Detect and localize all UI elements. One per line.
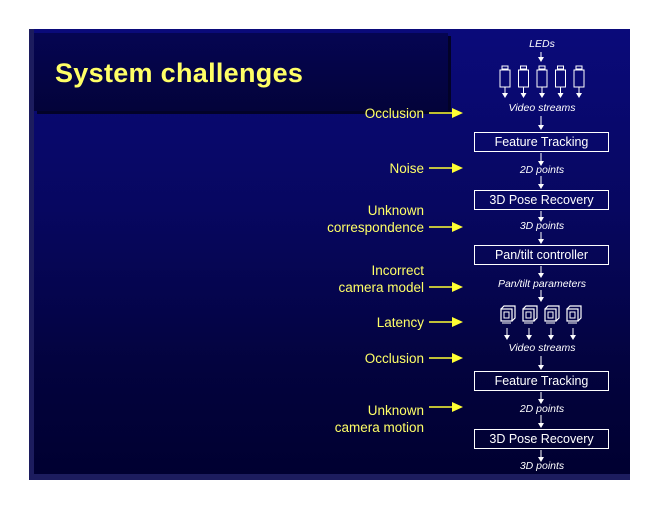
flow-arrow xyxy=(538,232,544,244)
challenge-arrow xyxy=(429,317,463,327)
pan-tilt-camera-icon xyxy=(500,305,516,340)
challenge-label: Latency xyxy=(376,315,424,330)
flow-arrow xyxy=(538,392,544,404)
box-feature-tracking-1: Feature Tracking xyxy=(474,132,609,152)
challenge-occlusion-1: Occlusion xyxy=(365,105,424,122)
challenge-label-line2: correspondence xyxy=(327,220,424,235)
challenge-arrow xyxy=(429,108,463,118)
flow-arrow xyxy=(538,290,544,302)
label-2d-points-1: 2D points xyxy=(519,164,565,176)
label-3d-points-1: 3D points xyxy=(519,220,565,232)
label-video-streams-1: Video streams xyxy=(508,102,576,114)
challenge-label-line1: Unknown xyxy=(367,403,424,418)
flow-arrow xyxy=(538,153,544,166)
led-camera-icon xyxy=(555,65,566,98)
pan-tilt-camera-icons xyxy=(500,305,582,340)
challenge-label-line2: camera model xyxy=(338,280,424,295)
pan-tilt-camera-icon xyxy=(566,305,582,340)
white-arrows xyxy=(538,52,544,462)
challenge-unknown-correspondence: Unknown correspondence xyxy=(327,202,424,236)
led-camera-icon xyxy=(536,65,548,98)
challenge-arrow xyxy=(429,402,463,412)
challenge-arrow xyxy=(429,222,463,232)
challenge-label-line1: Incorrect xyxy=(371,263,424,278)
challenge-label: Occlusion xyxy=(364,351,424,366)
box-3d-pose-recovery-1: 3D Pose Recovery xyxy=(474,190,609,210)
challenge-label: Noise xyxy=(389,161,424,176)
challenge-unknown-camera-motion: Unknown camera motion xyxy=(335,402,424,436)
challenge-label-line1: Unknown xyxy=(367,203,424,218)
pan-tilt-camera-icon xyxy=(544,305,560,340)
flow-arrow xyxy=(538,356,544,370)
led-camera-icon xyxy=(518,65,529,98)
challenge-arrow xyxy=(429,282,463,292)
challenge-incorrect-camera-model: Incorrect camera model xyxy=(338,262,424,296)
pan-tilt-camera-icon xyxy=(522,305,538,340)
flow-arrow xyxy=(538,211,544,222)
challenge-latency: Latency xyxy=(377,314,424,331)
led-camera-icon xyxy=(499,65,511,98)
box-3d-pose-recovery-2: 3D Pose Recovery xyxy=(474,429,609,449)
label-2d-points-2: 2D points xyxy=(519,403,565,415)
challenge-label-line2: camera motion xyxy=(334,420,424,435)
slide-title: System challenges xyxy=(55,58,304,88)
label-pan-tilt-parameters: Pan/tilt parameters xyxy=(497,278,587,290)
led-camera-icons xyxy=(499,65,585,98)
box-feature-tracking-2: Feature Tracking xyxy=(474,371,609,391)
label-3d-points-2: 3D points xyxy=(519,460,565,472)
label-video-streams-2: Video streams xyxy=(508,342,576,354)
led-camera-icon xyxy=(573,65,585,98)
flow-arrow xyxy=(538,52,544,62)
label-leds: LEDs xyxy=(529,38,555,50)
challenge-noise: Noise xyxy=(389,160,424,177)
flow-arrow xyxy=(538,116,544,130)
challenge-label: Occlusion xyxy=(364,106,424,121)
challenge-arrow xyxy=(429,353,463,363)
title-band xyxy=(34,33,448,111)
yellow-arrows xyxy=(429,108,463,412)
flow-arrow xyxy=(538,415,544,428)
challenge-arrow xyxy=(429,163,463,173)
box-pan-tilt-controller: Pan/tilt controller xyxy=(474,245,609,265)
challenge-occlusion-2: Occlusion xyxy=(365,350,424,367)
flow-arrow xyxy=(538,266,544,278)
flow-arrow xyxy=(538,450,544,462)
flow-arrow xyxy=(538,176,544,189)
